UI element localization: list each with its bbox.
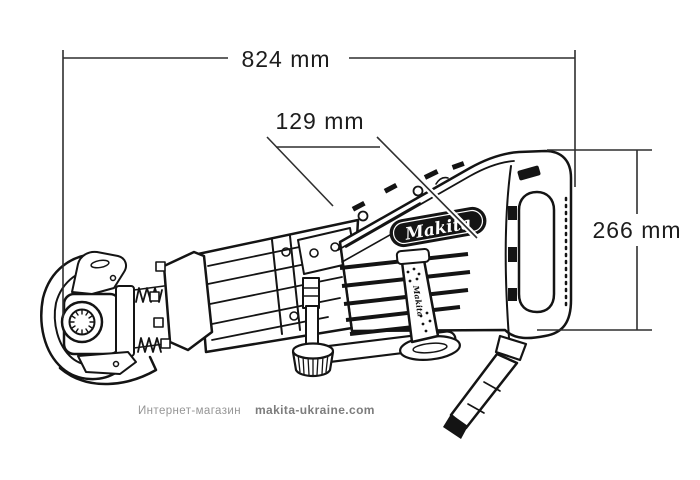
dim-front-section bbox=[264, 134, 480, 241]
spline-bore bbox=[69, 309, 95, 335]
dimension-lines bbox=[62, 50, 652, 331]
strap-dots bbox=[406, 267, 432, 333]
dimension-label-front-section: 129 mm bbox=[275, 108, 365, 134]
watermark-site-text: makita-ukraine.com bbox=[254, 403, 375, 417]
watermark-store-text: Интернет-магазин bbox=[138, 405, 241, 417]
top-details bbox=[351, 161, 465, 222]
hanging-strap: Makita bbox=[395, 247, 461, 361]
rear-handle bbox=[504, 165, 568, 339]
dim-height bbox=[537, 149, 652, 331]
chuck-retainer bbox=[40, 250, 165, 386]
switch-tag bbox=[517, 165, 541, 181]
dim-overall-length bbox=[62, 50, 576, 318]
clamp-knob bbox=[291, 342, 335, 378]
dimension-label-overall-length: 824 mm bbox=[241, 46, 331, 72]
mid-flange bbox=[271, 235, 301, 335]
power-cord bbox=[443, 334, 528, 439]
dimension-label-height: 266 mm bbox=[592, 217, 682, 243]
retainer-springs bbox=[133, 285, 165, 353]
watermark: Интернет-магазин makita-ukraine.com bbox=[138, 403, 375, 417]
flange-bolts-front bbox=[149, 261, 171, 349]
